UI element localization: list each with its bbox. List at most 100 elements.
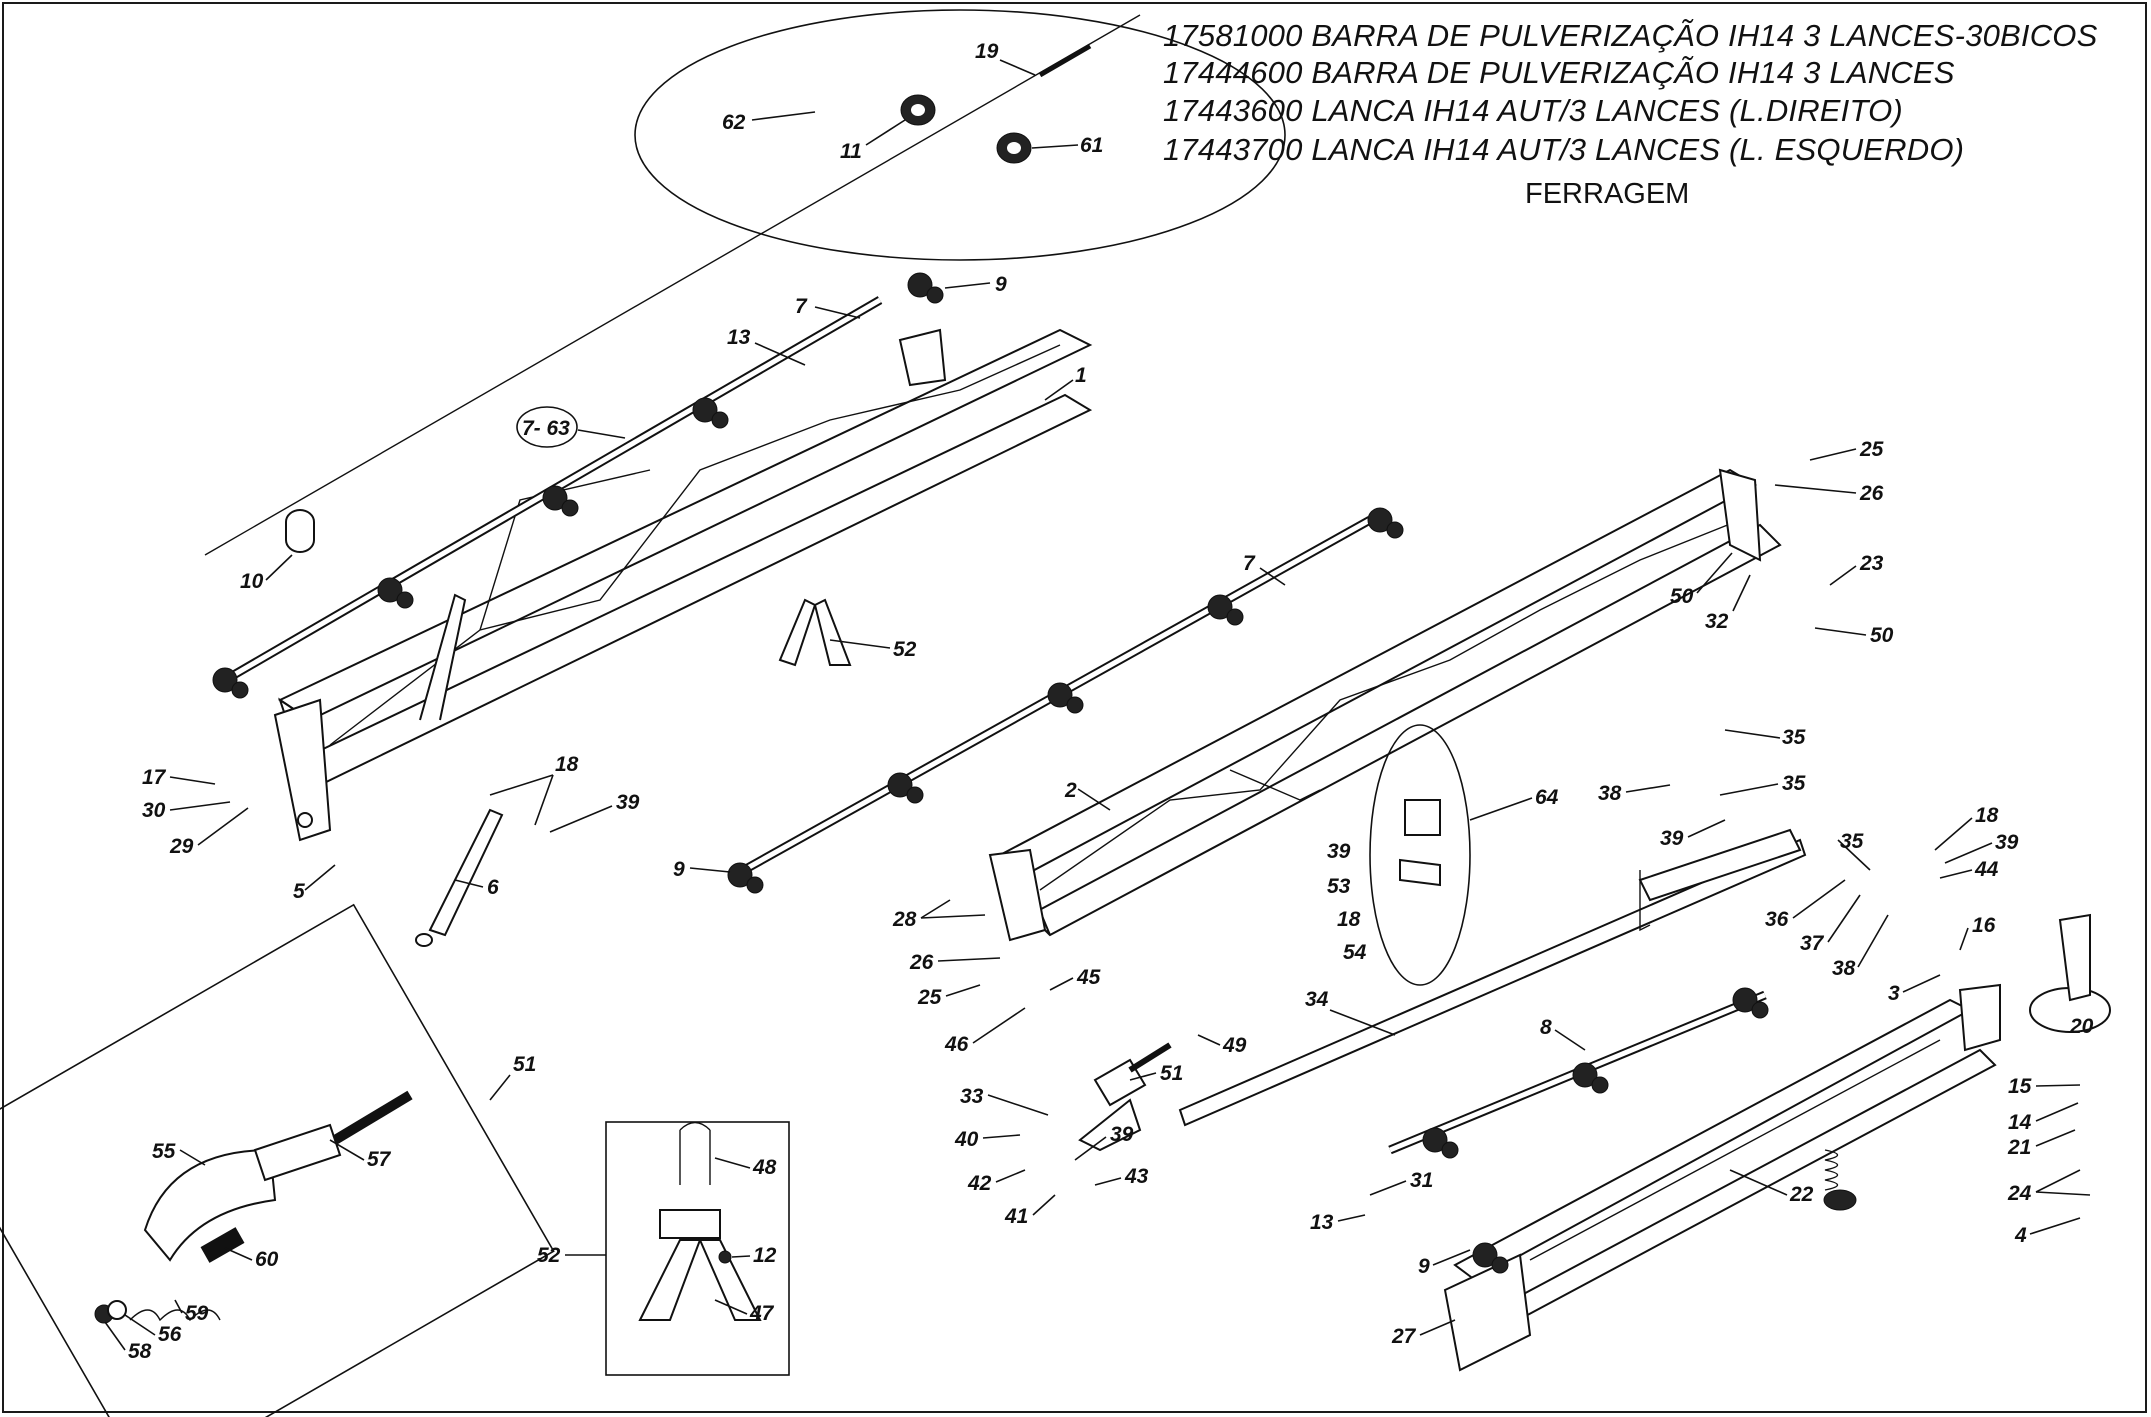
callout-10: 10 xyxy=(240,570,264,593)
callout-5: 5 xyxy=(293,880,305,903)
callout-35-low: 35 xyxy=(1840,830,1864,853)
callout-39-mid: 39 xyxy=(1660,827,1684,850)
callout-9-top: 9 xyxy=(995,273,1007,296)
title-line-1: 17581000 BARRA DE PULVERIZAÇÃO IH14 3 LA… xyxy=(1163,18,2098,53)
callout-12: 12 xyxy=(753,1244,777,1267)
pivot-plate-20 xyxy=(2029,913,2111,1033)
bushing-10 xyxy=(285,509,315,553)
callout-4: 4 xyxy=(2014,1224,2027,1247)
callout-20: 20 xyxy=(2069,1015,2094,1038)
callout-44: 44 xyxy=(1974,858,1999,881)
callout-18-detail: 18 xyxy=(1337,908,1361,931)
pulley-11 xyxy=(900,94,936,126)
callout-24: 24 xyxy=(2007,1182,2032,1205)
callout-23: 23 xyxy=(1859,552,1884,575)
callout-26-left: 26 xyxy=(909,951,934,974)
callout-25-top: 25 xyxy=(1859,438,1884,461)
callout-55: 55 xyxy=(152,1140,176,1163)
callout-52-detail: 52 xyxy=(537,1244,561,1267)
callout-17: 17 xyxy=(142,766,167,789)
callout-30: 30 xyxy=(142,799,166,822)
callout-28: 28 xyxy=(892,908,917,931)
detail-ellipse-64 xyxy=(1369,724,1471,986)
callout-40: 40 xyxy=(954,1128,979,1151)
callout-13-top: 13 xyxy=(727,326,751,349)
bracket-47 xyxy=(638,1209,762,1321)
detail-box-51 xyxy=(0,903,555,1417)
callout-33: 33 xyxy=(960,1085,984,1108)
callout-56: 56 xyxy=(158,1323,182,1346)
nut-12 xyxy=(718,1250,732,1264)
callout-7-center: 7 xyxy=(1243,552,1256,575)
nozzle-bodies-upper xyxy=(212,272,944,699)
callout-54: 54 xyxy=(1343,941,1367,964)
boom-section-3 xyxy=(1443,983,2001,1372)
callout-13-low: 13 xyxy=(1310,1211,1334,1234)
breakaway-spring-21 xyxy=(1823,1149,1857,1211)
callout-51-detail: 51 xyxy=(513,1053,536,1076)
callout-35-mid: 35 xyxy=(1782,772,1806,795)
callout-37: 37 xyxy=(1800,932,1825,955)
callout-29: 29 xyxy=(169,835,194,858)
callout-18-left: 18 xyxy=(555,753,579,776)
callout-58: 58 xyxy=(128,1340,152,1363)
callout-57: 57 xyxy=(367,1148,392,1171)
u-bolt-48 xyxy=(679,1121,711,1185)
callout-11: 11 xyxy=(840,140,862,163)
callout-53: 53 xyxy=(1327,875,1351,898)
callout-38-top: 38 xyxy=(1598,782,1622,805)
detail-ellipse-cable xyxy=(634,9,1286,261)
callout-41: 41 xyxy=(1004,1205,1028,1228)
callout-27: 27 xyxy=(1391,1325,1417,1348)
callout-7-top: 7 xyxy=(795,295,808,318)
callout-2: 2 xyxy=(1064,779,1077,802)
callout-60: 60 xyxy=(255,1248,279,1271)
title-line-2: 17444600 BARRA DE PULVERIZAÇÃO IH14 3 LA… xyxy=(1163,55,1955,90)
callout-26-top: 26 xyxy=(1859,482,1884,505)
callout-39-low: 39 xyxy=(1110,1123,1134,1146)
callout-9-left: 9 xyxy=(673,858,685,881)
callout-45: 45 xyxy=(1076,966,1101,989)
callout-22: 22 xyxy=(1789,1183,1814,1206)
cable-tensioner-19 xyxy=(1038,43,1092,78)
bracket-52-loose xyxy=(778,598,852,667)
callout-19: 19 xyxy=(975,40,999,63)
callout-62: 62 xyxy=(722,111,746,134)
callout-6: 6 xyxy=(487,876,499,899)
subtitle: FERRAGEM xyxy=(1525,178,1690,210)
callout-59: 59 xyxy=(185,1302,209,1325)
callout-9-low: 9 xyxy=(1418,1255,1430,1278)
callout-39-right: 39 xyxy=(1995,831,2019,854)
callout-8: 8 xyxy=(1540,1016,1552,1039)
callout-50-right: 50 xyxy=(1870,624,1894,647)
nozzle-bodies-center xyxy=(727,507,1404,894)
callout-3: 3 xyxy=(1888,982,1900,1005)
callout-7-63: 7- 63 xyxy=(522,417,570,440)
callout-25-left: 25 xyxy=(917,986,942,1009)
callout-21: 21 xyxy=(2007,1136,2031,1159)
callout-39-left: 39 xyxy=(616,791,640,814)
detail-51-assembly xyxy=(94,1090,413,1324)
callout-38-low: 38 xyxy=(1832,957,1856,980)
callout-61: 61 xyxy=(1080,134,1103,157)
callout-39-detail: 39 xyxy=(1327,840,1351,863)
callout-34: 34 xyxy=(1305,988,1329,1011)
callout-31: 31 xyxy=(1410,1169,1433,1192)
callout-36: 36 xyxy=(1765,908,1789,931)
callout-43: 43 xyxy=(1124,1165,1149,1188)
title-line-4: 17443700 LANCA IH14 AUT/3 LANCES (L. ESQ… xyxy=(1163,132,1965,167)
callout-ellipse-7-63 xyxy=(516,406,578,448)
title-line-3: 17443600 LANCA IH14 AUT/3 LANCES (L.DIRE… xyxy=(1163,93,1903,128)
callout-1: 1 xyxy=(1075,364,1087,387)
callout-42: 42 xyxy=(967,1172,992,1195)
callout-51-small: 51 xyxy=(1160,1062,1183,1085)
boom-section-2 xyxy=(988,468,1782,942)
callout-47: 47 xyxy=(749,1302,775,1325)
link-bar-34 xyxy=(1178,828,1807,1127)
callout-46: 46 xyxy=(944,1033,969,1056)
callout-14: 14 xyxy=(2008,1111,2032,1134)
callout-18-right: 18 xyxy=(1975,804,1999,827)
callout-52-loose: 52 xyxy=(893,638,917,661)
